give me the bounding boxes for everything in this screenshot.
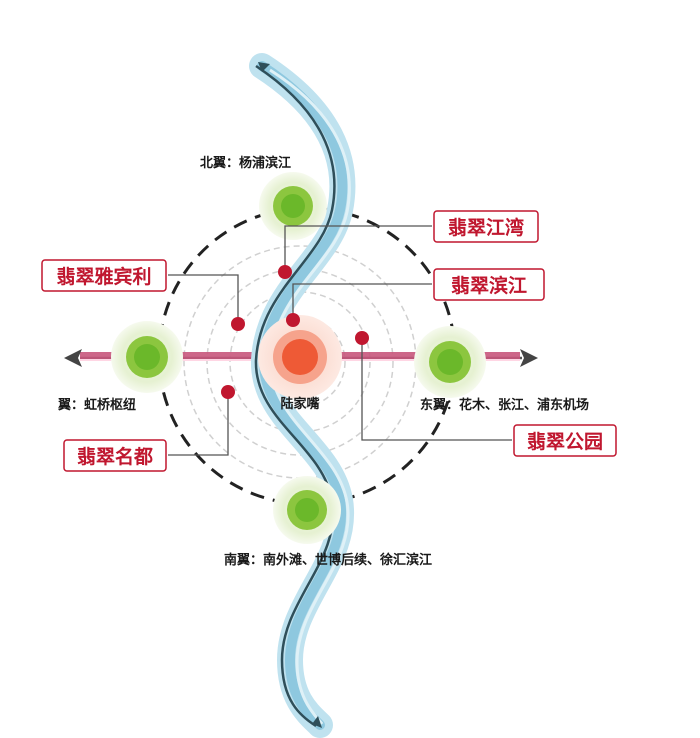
callout-gongyuan-label: 翡翠公园 bbox=[527, 431, 603, 453]
callout-yabinli-label: 翡翠雅宾利 bbox=[56, 265, 151, 288]
dot-gongyuan bbox=[355, 331, 369, 345]
west-wing-label: 翼：虹桥枢纽 bbox=[57, 397, 136, 413]
center-label: 陆家嘴 bbox=[280, 396, 319, 412]
north-wing-label: 北翼：杨浦滨江 bbox=[200, 155, 291, 171]
south-wing-label: 南翼：南外滩、世博后续、徐汇滨江 bbox=[224, 552, 432, 568]
river-north-arrow-icon bbox=[258, 62, 270, 72]
north-node bbox=[259, 172, 327, 240]
callout-mingdu-label: 翡翠名都 bbox=[77, 445, 153, 468]
river bbox=[249, 53, 356, 738]
dot-binjiang bbox=[286, 313, 300, 327]
location-dots bbox=[221, 265, 369, 399]
callout-yabinli: 翡翠雅宾利 bbox=[41, 259, 167, 292]
river-south-arrow-icon bbox=[312, 716, 322, 728]
callout-jiangwan-label: 翡翠江湾 bbox=[448, 216, 524, 239]
west-node bbox=[111, 321, 183, 393]
center-node bbox=[258, 315, 342, 399]
leader-lines bbox=[168, 225, 512, 456]
west-arrow-icon bbox=[64, 349, 82, 367]
callout-binjiang-label: 翡翠滨江 bbox=[451, 274, 527, 297]
south-node bbox=[273, 476, 341, 544]
east-arrow-icon bbox=[520, 349, 538, 367]
dot-jiangwan bbox=[278, 265, 292, 279]
dot-mingdu bbox=[221, 385, 235, 399]
callout-mingdu: 翡翠名都 bbox=[63, 439, 167, 472]
callout-jiangwan: 翡翠江湾 bbox=[433, 210, 539, 243]
dot-yabinli bbox=[231, 317, 245, 331]
east-node bbox=[414, 326, 486, 398]
east-wing-label: 东翼：花木、张江、浦东机场 bbox=[420, 397, 589, 413]
callout-binjiang: 翡翠滨江 bbox=[433, 268, 545, 301]
callout-gongyuan: 翡翠公园 bbox=[513, 424, 617, 457]
